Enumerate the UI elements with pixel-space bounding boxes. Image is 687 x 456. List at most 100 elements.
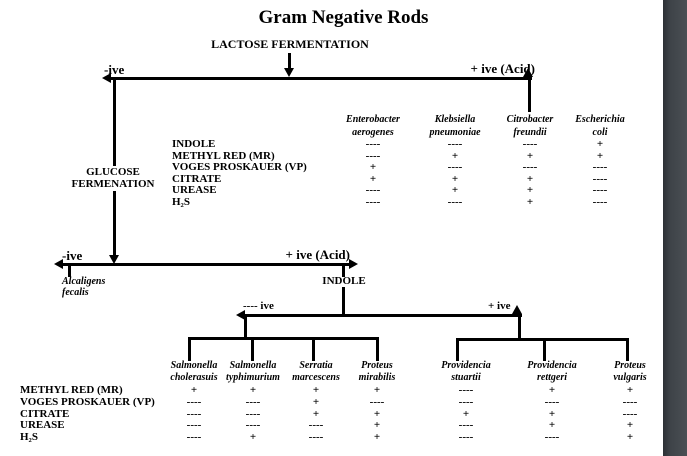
connector-line (244, 316, 247, 338)
organism-column-proteus-vulgaris: Proteus vulgaris + ---- ---- + + (588, 360, 672, 444)
test-result: ---- (308, 419, 324, 432)
test-result: + (451, 149, 459, 162)
test-result: + (373, 407, 381, 420)
test-result: + (626, 419, 634, 432)
test-result: ---- (365, 184, 381, 197)
test-results: + + + ---- ---- (281, 384, 351, 444)
node-lactose-fermentation: LACTOSE FERMENTATION (211, 37, 369, 51)
arrow-left-icon (236, 310, 245, 320)
connector-line (113, 191, 116, 255)
test-result: ---- (369, 395, 385, 408)
test-result: ---- (592, 161, 608, 174)
connector-line (342, 265, 345, 277)
organism-species: coli (592, 126, 608, 138)
organism-genus: Providencia (527, 360, 577, 371)
connector-line (68, 265, 71, 277)
connector-line (288, 53, 291, 70)
test-result: ---- (365, 195, 381, 208)
test-label: VOGES PROSKAUER (VP) (20, 395, 155, 408)
test-label: CITRATE (20, 407, 70, 420)
test-result: ---- (522, 138, 538, 150)
organism-genus: Alcaligens (62, 276, 106, 287)
test-result: + (249, 384, 257, 396)
test-result: ---- (544, 395, 560, 408)
test-label: CITRATE (172, 172, 222, 185)
split1-positive-label: + ive (Acid) (470, 61, 535, 76)
organism-column-salmonella-cholerasuis: Salmonella cholerasuis + ---- ---- ---- … (159, 360, 229, 444)
test-results: ---- ---- + ---- ---- (424, 384, 508, 444)
test-result: ---- (186, 407, 202, 420)
test-label: UREASE (20, 419, 65, 432)
arrow-left-icon (102, 73, 111, 83)
test-result: ---- (458, 384, 474, 396)
organism-column-providencia-stuartii: Providencia stuartii ---- ---- + ---- --… (424, 360, 508, 444)
test-result: + (249, 431, 257, 443)
test-label: VOGES PROSKAUER (VP) (172, 161, 307, 174)
test-result: ---- (592, 172, 608, 185)
test-result: ---- (186, 419, 202, 432)
organism-genus: Serratia (299, 360, 333, 371)
test-label: H₂S (20, 431, 38, 443)
arrow-up-icon (523, 68, 533, 77)
arrow-left-icon (54, 259, 63, 269)
connector-line (518, 316, 521, 339)
bracket-stub (251, 337, 254, 361)
test-result: + (369, 172, 377, 185)
bracket-stub (188, 337, 191, 361)
organism-column-serratia-marcescens: Serratia marcescens + + + ---- ---- (281, 360, 351, 444)
test-result: ---- (365, 149, 381, 162)
organism-column-klebsiella: Klebsiella pneumoniae ---- + ---- + + --… (410, 114, 500, 209)
bracket-stub (543, 338, 546, 361)
test-results: + ---- ---- ---- ---- (159, 384, 229, 444)
test-result: ---- (522, 161, 538, 174)
test-result: + (526, 184, 534, 197)
arrow-down-icon (284, 68, 294, 77)
test-result: ---- (447, 138, 463, 150)
organism-genus: Proteus (361, 360, 393, 371)
test-result: ---- (622, 395, 638, 408)
test-label: H₂S (172, 195, 190, 208)
split3-positive-label: + ive (488, 300, 511, 312)
test-result: + (462, 407, 470, 420)
test-result: + (548, 419, 556, 432)
test-label: METHYL RED (MR) (20, 384, 123, 396)
test-label: UREASE (172, 184, 217, 197)
split3-negative-label: ---- ive (243, 300, 274, 312)
test-result: + (451, 172, 459, 185)
test-result: ---- (365, 138, 381, 150)
test-result: ---- (308, 431, 324, 443)
window-edge-strip (663, 0, 687, 456)
test-result: ---- (544, 431, 560, 443)
organism-species: freundii (513, 126, 547, 138)
test-result: + (596, 149, 604, 162)
test-label: INDOLE (172, 138, 216, 150)
test-result: + (548, 384, 556, 396)
organism-genus: Proteus (614, 360, 646, 371)
test-result: ---- (447, 195, 463, 208)
test-results: + ---- + + ---- (510, 384, 594, 444)
organism-genus: Klebsiella (434, 114, 476, 125)
organism-species: pneumoniae (429, 126, 481, 138)
test-results: ---- ---- + + ---- ---- (328, 138, 418, 209)
test-result: + (626, 431, 634, 443)
split3-line (242, 314, 522, 317)
test-result: ---- (245, 419, 261, 432)
organism-species: rettgeri (537, 371, 567, 383)
test-result: + (526, 172, 534, 185)
arrow-right-icon (349, 259, 358, 269)
glucose-line2: FERMENATION (71, 178, 155, 190)
organism-species: mirabilis (358, 371, 396, 383)
test-result: + (451, 184, 459, 197)
split1-negative-label: -ive (104, 62, 125, 77)
test-result: + (526, 149, 534, 162)
test-label: METHYL RED (MR) (172, 149, 275, 162)
arrow-down-icon (109, 255, 119, 264)
organism-species: marcescens (292, 371, 340, 383)
organism-column-escherichia: Escherichia coli + + ---- ---- ---- ---- (555, 114, 645, 209)
connector-line (113, 77, 116, 166)
test-result: + (190, 384, 198, 396)
node-indole: INDOLE (322, 275, 366, 287)
node-alcaligens-fecalis: Alcaligens fecalis (62, 276, 105, 298)
test-result: ---- (458, 419, 474, 432)
organism-genus: Citrobacter (506, 114, 554, 125)
